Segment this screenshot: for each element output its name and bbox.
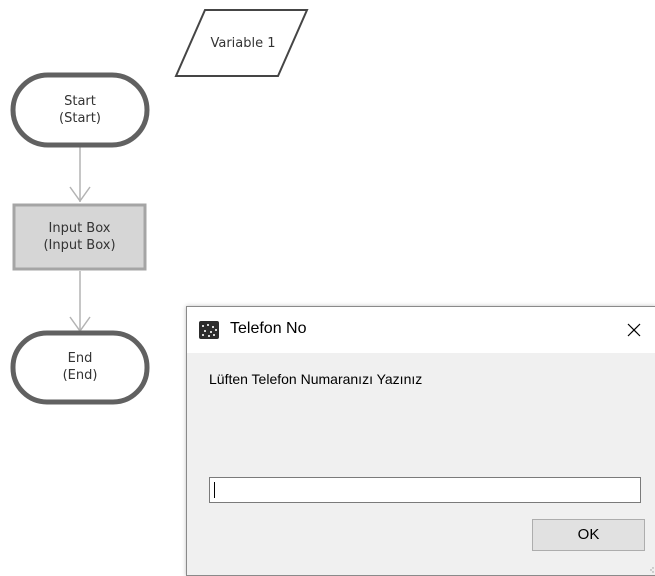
end-node-title: End (67, 351, 93, 366)
input-box-node-subtitle: (Input Box) (43, 238, 116, 253)
text-caret (214, 482, 215, 498)
dialog-prompt: Lüften Telefon Numaranızı Yazınız (209, 371, 423, 387)
end-node-label: End (End) (13, 350, 147, 384)
start-node-shape[interactable] (10, 72, 150, 148)
variable-label: Variable 1 (190, 35, 296, 52)
close-button[interactable] (619, 315, 649, 345)
input-box-node-title: Input Box (48, 221, 111, 236)
ok-button[interactable]: OK (532, 519, 645, 551)
resize-grip-icon[interactable] (648, 567, 654, 573)
close-icon (627, 323, 641, 337)
dialog-title: Telefon No (230, 320, 307, 337)
end-node-subtitle: (End) (62, 368, 98, 383)
start-node-subtitle: (Start) (59, 111, 101, 126)
app-icon (199, 321, 219, 339)
dialog-titlebar[interactable]: Telefon No (187, 307, 655, 353)
variable-name-text: Variable 1 (210, 36, 276, 51)
start-node-label: Start (Start) (13, 93, 147, 127)
input-box-node-label: Input Box (Input Box) (14, 220, 145, 254)
input-dialog: Telefon No Lüften Telefon Numaranızı Yaz… (186, 306, 655, 576)
input-box-node-shape[interactable] (12, 203, 147, 271)
connector-start-input (69, 147, 91, 203)
connector-input-end (69, 271, 91, 333)
end-node-shape[interactable] (10, 330, 150, 405)
start-node-title: Start (64, 94, 96, 109)
variable-shape[interactable] (174, 9, 309, 77)
phone-number-input[interactable] (209, 477, 641, 503)
